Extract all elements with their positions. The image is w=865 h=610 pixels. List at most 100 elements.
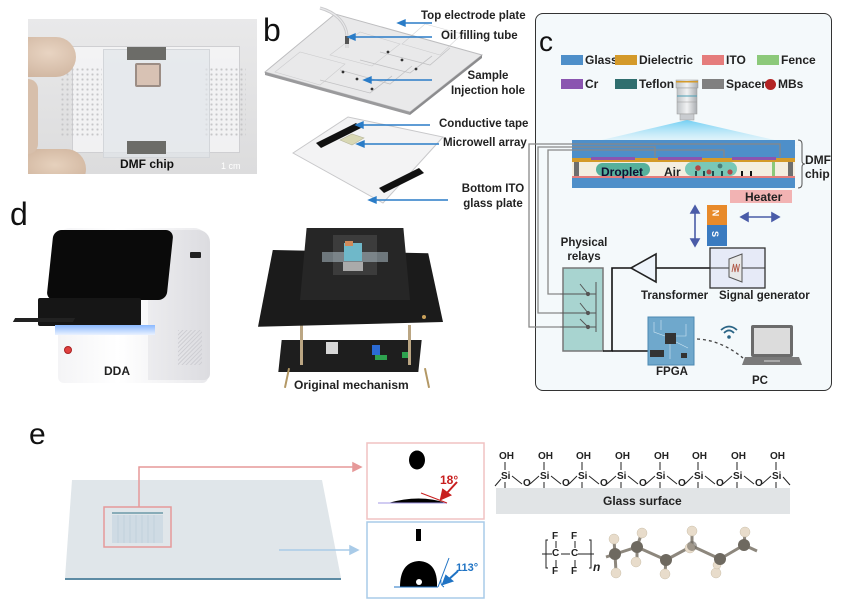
glass-surface [496, 488, 790, 514]
legend-teflon: Teflon [615, 77, 674, 91]
microwell-region [103, 506, 172, 548]
conductive-tape-top [127, 47, 166, 60]
angle-arrow-blue [441, 570, 459, 586]
microchannels [319, 47, 451, 94]
fpga-label: FPGA [656, 366, 688, 378]
legend-mb-dot [765, 78, 776, 90]
transformer-label: Transformer [641, 290, 709, 302]
si-atom: Si [617, 471, 627, 482]
c-atom: C [571, 548, 579, 559]
conductive-tape-bottom-b [379, 168, 424, 193]
relay-wires [528, 143, 781, 328]
finger-top [28, 37, 76, 77]
angle-arrow-red [439, 481, 458, 501]
side-vent [178, 330, 202, 365]
legend-ito: ITO [702, 53, 746, 67]
c-atom: C [552, 548, 560, 559]
heater-block [730, 190, 792, 203]
teflon-ball-stick-model [605, 525, 758, 580]
conductive-tape-top-b [316, 123, 361, 148]
label-sample-line1: Sample [467, 70, 509, 82]
light-beam [576, 120, 801, 146]
f-atom: F [552, 566, 559, 577]
hydrophilic-angle-label: 18° [440, 473, 459, 487]
oh-group: OH [692, 451, 707, 462]
dmf-label-line2: chip [805, 167, 830, 181]
scale-bar-label: 1 cm [221, 161, 241, 171]
injection-holes [341, 50, 418, 91]
hydrophobic-angle-label: 113° [456, 562, 479, 574]
o-atom: O [523, 478, 531, 489]
dmf-system-schematic [528, 79, 806, 366]
power-button [64, 346, 72, 354]
label-microwell-array: Microwell array [443, 137, 527, 149]
legend-dielectric: Dielectric [615, 53, 693, 67]
falling-droplet [409, 450, 425, 470]
oh-group: OH [538, 451, 553, 462]
finger-bottom [28, 149, 86, 174]
wifi-icon [720, 325, 738, 339]
transformer-icon [629, 252, 657, 284]
glass-slide [65, 480, 341, 578]
f-atom: F [571, 566, 578, 577]
legend-cr: Cr [561, 77, 598, 91]
brass-standoff [422, 315, 426, 319]
magnet-north [707, 205, 727, 225]
oh-group: OH [770, 451, 785, 462]
blue-glow [55, 325, 155, 335]
dmf-chip-label: DMF chip [120, 157, 174, 171]
o-atom: O [639, 478, 647, 489]
electrode-grid [274, 23, 463, 86]
conductive-tape-bottom [127, 141, 166, 154]
panel-c: c Glass Dielectric ITO Fence Cr Teflon S… [528, 13, 832, 391]
si-atom: Si [656, 471, 666, 482]
legend-swatch [702, 79, 724, 89]
side-handle [190, 252, 201, 258]
o-atom: O [716, 478, 724, 489]
signal-wires [603, 267, 711, 352]
o-atom: O [678, 478, 686, 489]
oh-group: OH [731, 451, 746, 462]
legend-swatch [615, 79, 637, 89]
exploded-chip-diagram [263, 6, 484, 205]
microwell-array-b [339, 133, 365, 146]
si-atom: Si [772, 471, 782, 482]
thumb [28, 79, 38, 154]
legend-mbs: MBs [765, 77, 803, 91]
relays-label-line2: relays [567, 251, 601, 263]
heater-label: Heater [745, 190, 783, 204]
legend-spacer: Spacer [702, 77, 766, 91]
magnetic-beads [695, 163, 733, 175]
electrode-grid-right [204, 67, 246, 137]
label-bottom-ito-line2: glass plate [463, 198, 523, 210]
pink-callout-arrow [138, 461, 363, 507]
legend-fence: Fence [757, 53, 816, 67]
blue-callout-arrow [279, 544, 360, 556]
si-atom: Si [733, 471, 743, 482]
si-atom: Si [578, 471, 588, 482]
signal-generator-label: Signal generator [719, 290, 810, 302]
microwells [695, 171, 752, 176]
label-bottom-ito-line1: Bottom ITO [461, 183, 525, 195]
legend-glass: Glass [561, 53, 618, 67]
wireless-link [696, 338, 744, 359]
beaded-droplet [400, 561, 438, 587]
legend-swatch [757, 55, 779, 65]
oh-group: OH [654, 451, 669, 462]
legend-swatch [561, 79, 583, 89]
hydrophilic-inset [366, 442, 485, 520]
f-atom: F [552, 531, 559, 542]
panel-letter-b: b [263, 12, 281, 48]
si-atom: Si [540, 471, 550, 482]
label-conductive-tape: Conductive tape [439, 118, 529, 130]
relay-switches [560, 282, 597, 332]
oh-group: OH [499, 451, 514, 462]
original-mechanism-label: Original mechanism [294, 378, 409, 392]
dmf-chip-photo: DMF chip 1 cm [28, 19, 257, 174]
dda-label: DDA [104, 364, 130, 378]
legend-swatch [702, 55, 724, 65]
label-oil-filling-tube: Oil filling tube [441, 30, 518, 42]
label-top-electrode-plate: Top electrode plate [421, 10, 526, 22]
